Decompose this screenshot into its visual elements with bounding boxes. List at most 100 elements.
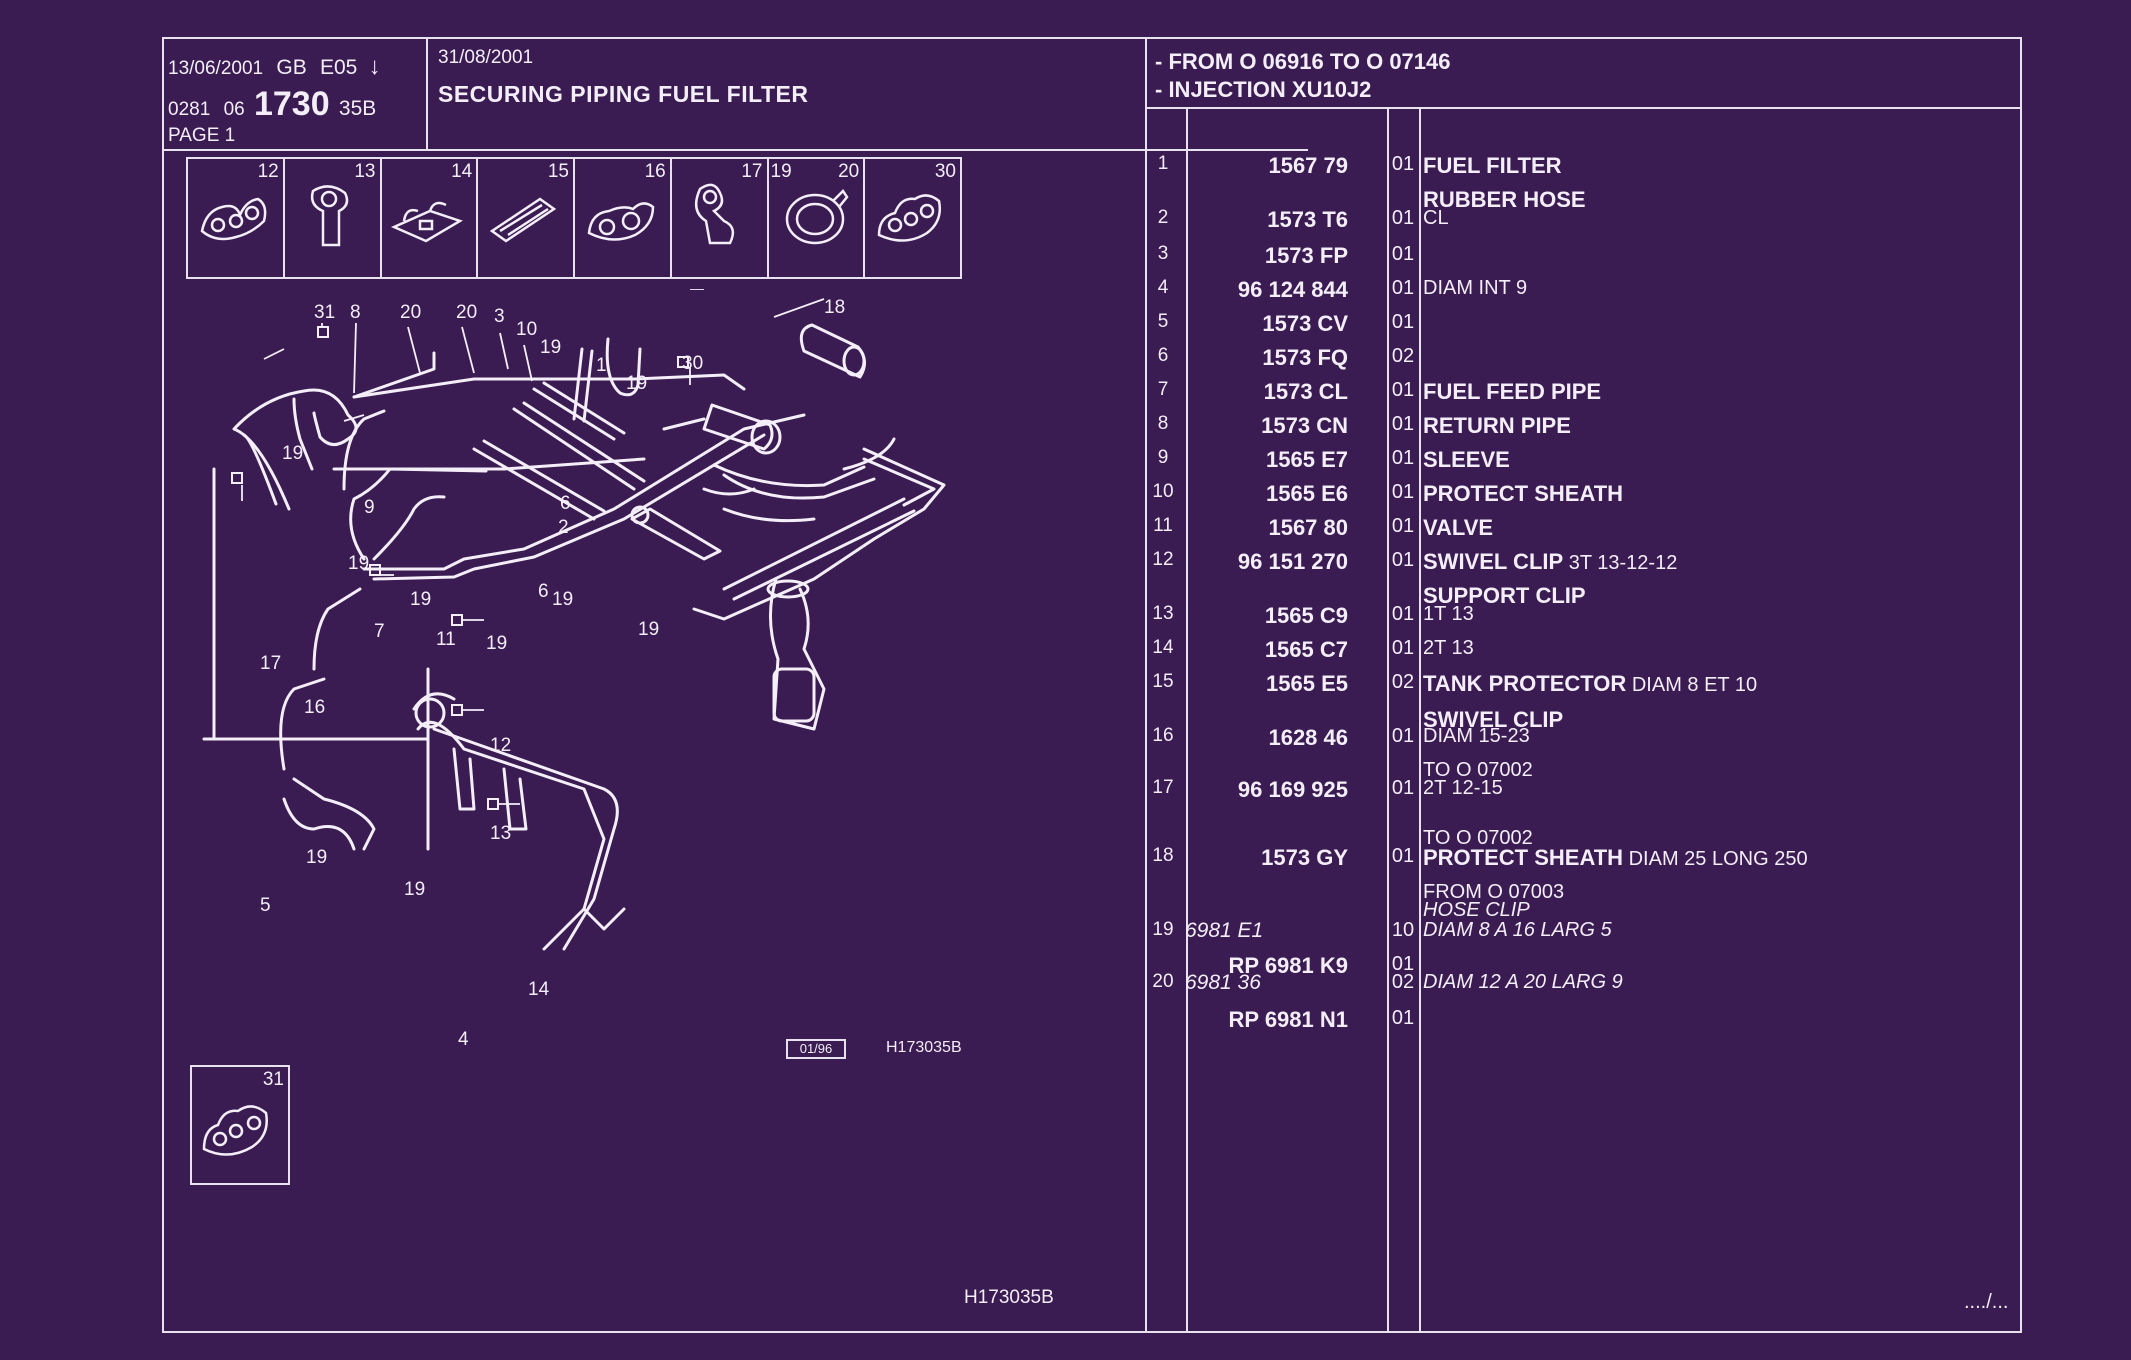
label-20b: 20: [456, 302, 477, 323]
parts-row[interactable]: TO O 07002: [1147, 827, 2020, 873]
label-11: 11: [436, 629, 456, 650]
parts-row[interactable]: TO O 07002: [1147, 759, 2020, 805]
label-6b: 6: [538, 581, 549, 602]
part-description: 2T 13: [1423, 637, 1474, 660]
part-quantity: 01: [1391, 379, 1415, 401]
down-arrow-icon: ↓: [368, 53, 381, 80]
part-description: 2T 12-15: [1423, 777, 1503, 800]
part-reference: RP 6981 K9: [1228, 953, 1348, 978]
page-title: SECURING PIPING FUEL FILTER: [438, 81, 809, 107]
part-index: 19: [1152, 919, 1174, 940]
label-19g: 19: [552, 589, 573, 610]
label-19e: 19: [410, 589, 431, 610]
part-description: SWIVEL CLIP 3T 13-12-12: [1423, 549, 1677, 575]
part-reference: 1565 C9: [1264, 603, 1348, 628]
label-19j: 19: [404, 879, 425, 900]
swivel-clip-icon: [200, 197, 267, 241]
part-name: TANK PROTECTOR: [1423, 671, 1627, 696]
clip-cell-15[interactable]: 15: [478, 159, 575, 277]
label-19d: 19: [348, 553, 369, 574]
part-reference: 1573 FQ: [1262, 345, 1348, 370]
clip-cell-17[interactable]: 17: [672, 159, 769, 277]
part-detail: 2T 13: [1423, 637, 1474, 659]
page-number: PAGE 1: [168, 125, 236, 146]
label-3: 3: [494, 306, 505, 327]
parts-row[interactable]: SUPPORT CLIP: [1147, 583, 2020, 629]
parts-row[interactable]: 7 1573 CL 01 FUEL FEED PIPE: [1147, 379, 2020, 425]
part-detail: DIAM 12 A 20 LARG 9: [1423, 971, 1623, 993]
part-quantity: 01: [1391, 637, 1415, 659]
part-quantity: 02: [1391, 971, 1415, 993]
parts-row[interactable]: SWIVEL CLIP: [1147, 707, 2020, 753]
part-reference: 1573 GY: [1261, 845, 1348, 870]
parts-row[interactable]: FROM O 07003: [1147, 881, 2020, 927]
support-clip-icon: [310, 185, 348, 247]
part-description: TO O 07002: [1423, 827, 1533, 850]
label-12: 12: [490, 735, 511, 756]
clip-cell-30[interactable]: 30: [865, 159, 960, 277]
label-7: 7: [374, 621, 385, 642]
part-detail: DIAM 8 ET 10: [1626, 674, 1758, 696]
label-18: 18: [824, 297, 845, 318]
header-group: 0281: [168, 99, 211, 120]
part-index: 15: [1152, 671, 1174, 692]
part-description: FROM O 07003: [1423, 881, 1564, 904]
part-index: 16: [1152, 725, 1174, 746]
label-19c: 19: [282, 443, 303, 464]
part-name: SWIVEL CLIP: [1423, 549, 1564, 574]
from-range: - FROM O 06916 TO O 07146: [1155, 49, 1451, 74]
clip-cell-12[interactable]: 12: [188, 159, 285, 277]
part-name: FUEL FILTER: [1423, 153, 1562, 178]
header-main-number: 1730: [253, 85, 330, 123]
part-index: 13: [1152, 603, 1174, 624]
part-index: 4: [1157, 277, 1169, 298]
part-description: FUEL FEED PIPE: [1423, 379, 1601, 405]
header-suffix: 35B: [338, 97, 377, 120]
part-quantity: 10: [1391, 919, 1415, 941]
part-reference: 96 169 925: [1237, 777, 1348, 802]
part-index: 7: [1157, 379, 1169, 400]
col-line-idx: [1186, 109, 1188, 1331]
part-reference: 1573 CL: [1263, 379, 1348, 404]
label-19i: 19: [306, 847, 327, 868]
clip-cell-31[interactable]: 31: [190, 1065, 290, 1185]
header-date: 13/06/2001: [168, 58, 264, 79]
parts-row[interactable]: HOSE CLIP: [1147, 899, 2020, 945]
header-title-block: 31/08/2001 SECURING PIPING FUEL FILTER: [428, 39, 1308, 151]
part-detail: DIAM INT 9: [1423, 277, 1528, 299]
label-19h: 19: [638, 619, 659, 640]
label-31: 31: [314, 302, 335, 323]
part-reference: RP 6981 N1: [1228, 1007, 1348, 1032]
part-index: 20: [1152, 971, 1174, 992]
part-reference: 1565 E5: [1266, 671, 1348, 696]
label-8: 8: [350, 302, 361, 323]
clip-cell-16[interactable]: 16: [575, 159, 672, 277]
support-clip-2t-icon: [390, 201, 463, 243]
clip-cell-14[interactable]: 14: [382, 159, 479, 277]
part-quantity: 01: [1391, 243, 1415, 265]
parts-row[interactable]: RUBBER HOSE: [1147, 187, 2020, 233]
clip-cell-13[interactable]: 13: [285, 159, 382, 277]
